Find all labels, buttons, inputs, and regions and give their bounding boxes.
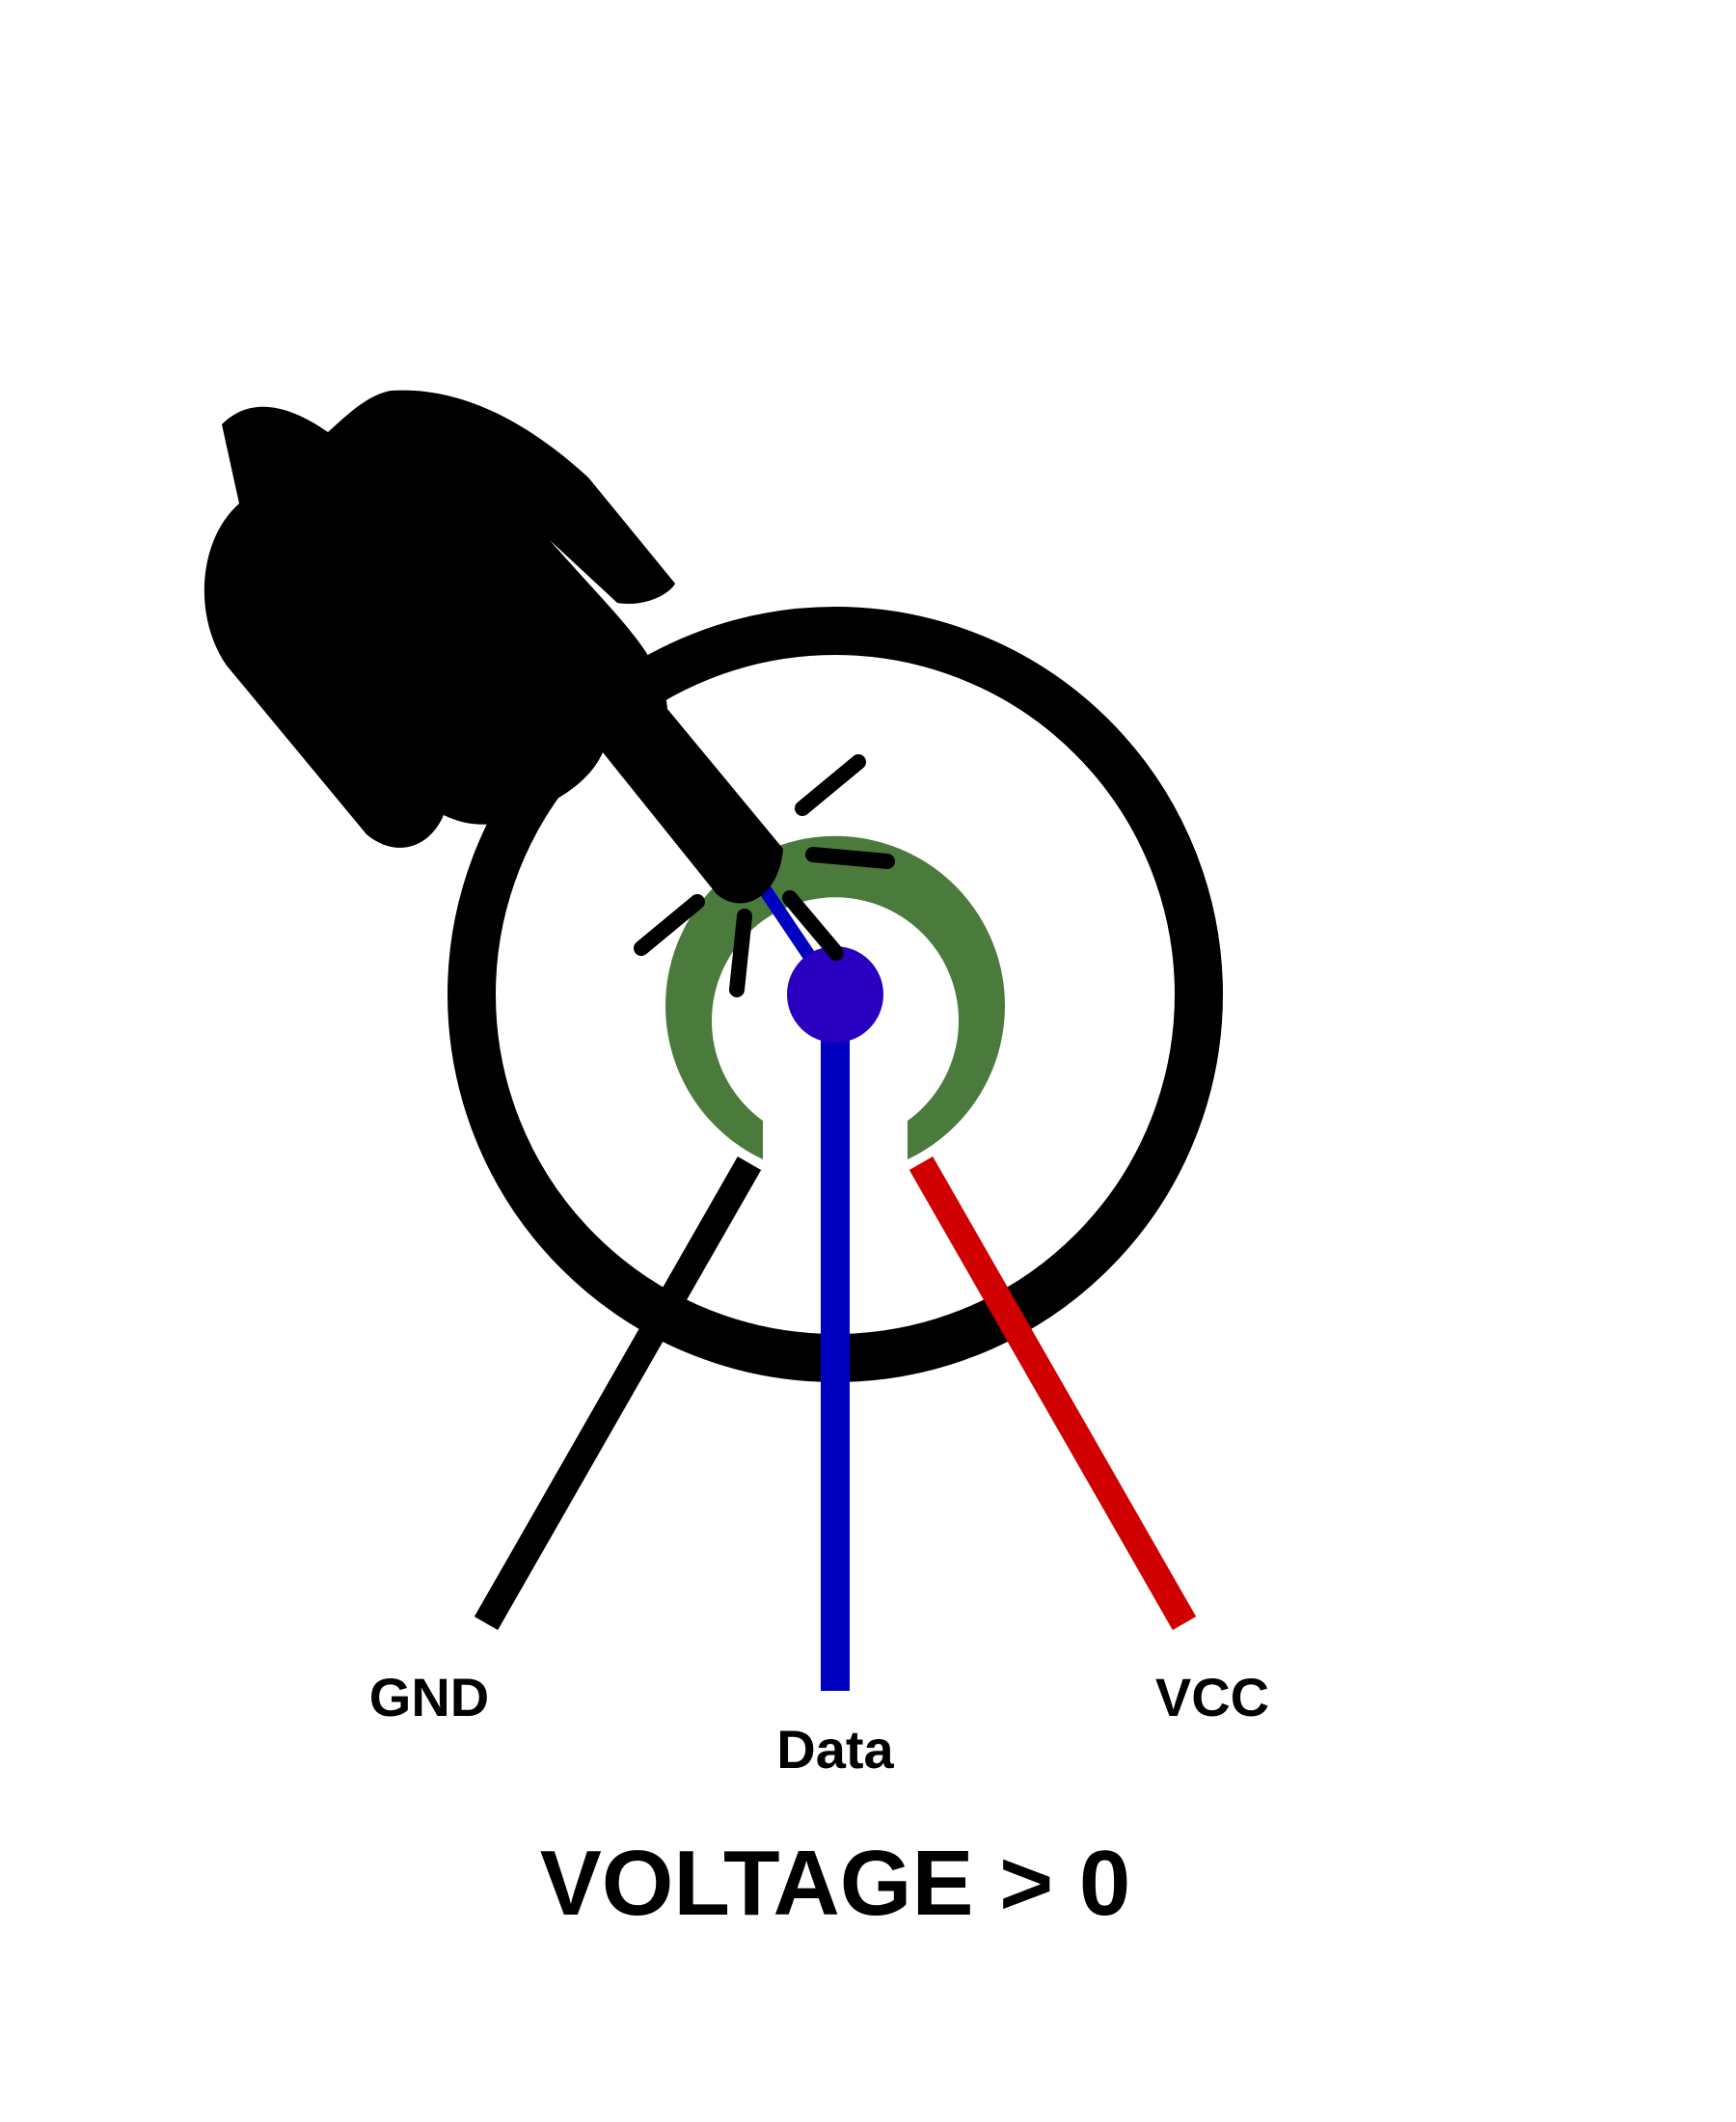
data-label: Data [776, 1719, 894, 1780]
vcc-label: VCC [1155, 1667, 1269, 1728]
gnd-wire [474, 1156, 762, 1630]
vcc-wire [909, 1156, 1197, 1630]
pointing-hand-icon [203, 390, 783, 904]
gnd-label: GND [369, 1667, 489, 1728]
wiper-center [787, 946, 883, 1043]
touch-burst-icon [634, 754, 895, 997]
voltage-caption: VOLTAGE > 0 [540, 1832, 1131, 1935]
